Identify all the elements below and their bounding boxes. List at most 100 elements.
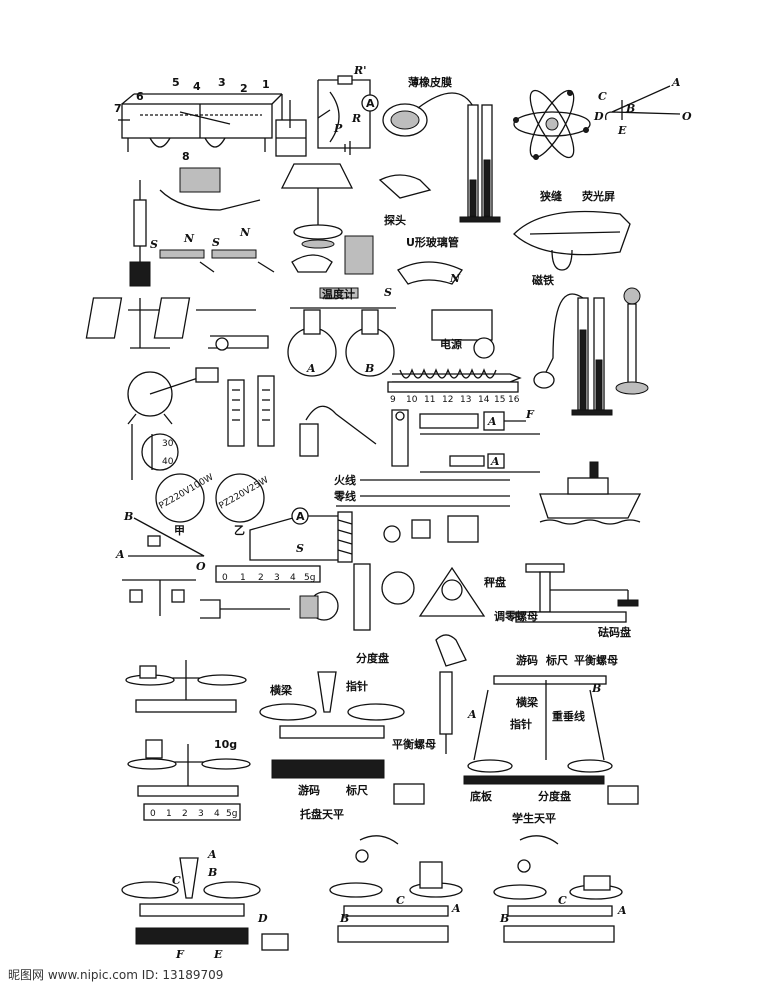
label-thermometer: 温度计: [322, 287, 355, 301]
label-flask-A: A: [306, 362, 316, 375]
lever-tongs: A C D B E O: [593, 76, 692, 137]
label-C-b1: C: [172, 874, 181, 887]
measuring-cylinder-magnifier: [353, 563, 486, 631]
label-zero-nut: 调零螺母: [494, 609, 538, 623]
label-jia: 甲: [174, 524, 185, 537]
balance-hand-weight-2: B C A: [493, 835, 627, 943]
label-S-motor: S: [384, 286, 392, 299]
label-C-b3: C: [558, 894, 567, 907]
scale-tick-2: 11: [424, 395, 435, 405]
label-S-switch: S: [296, 542, 304, 555]
atom-model: [513, 89, 591, 160]
ruler-b-5: 5g: [226, 809, 237, 819]
label-A-block: A: [487, 415, 497, 428]
label-rider: 游码: [298, 783, 320, 797]
ruler-a-5: 5g: [304, 573, 315, 583]
ruler-spring: 9 10 11 12 13 14 15 16: [387, 368, 522, 405]
label-N-left: N: [183, 232, 195, 245]
label-pointer-2: 指针: [510, 717, 532, 731]
household-wiring: 火线 零线: [333, 473, 510, 543]
spring-scale-magnet: S N S N: [129, 167, 275, 287]
induction-coils: [85, 297, 269, 351]
label-B-b2: B: [339, 912, 349, 925]
label-slit: 狭缝: [539, 189, 562, 203]
inclined-plane: B A O: [115, 510, 206, 573]
weights-box: [393, 783, 425, 805]
label-A-b1: A: [207, 848, 217, 861]
label-tray-balance: 托盘天平: [300, 807, 344, 821]
barometer-manometer: [533, 287, 649, 416]
ammeter-a: A: [366, 97, 375, 110]
label-pan: 秤盘: [484, 575, 506, 589]
ruler-5g-bottom: 0 1 2 3 4 5g: [143, 803, 241, 821]
label-n7: 7: [114, 102, 122, 115]
label-R-prime: R': [353, 64, 367, 77]
label-E-b1: E: [213, 948, 223, 961]
label-n3: 3: [218, 76, 226, 89]
label-probe: 探头: [384, 213, 406, 227]
desk-lamp: [280, 163, 374, 275]
ruler-a-2: 2: [258, 573, 264, 583]
balance-small-2: 10g: [127, 738, 251, 797]
ruler-a-3: 3: [274, 573, 280, 583]
label-n5: 5: [172, 76, 180, 89]
ruler-b-0: 0: [150, 809, 156, 819]
watermark: 昵图网 www.nipic.com ID: 13189709: [8, 968, 224, 982]
label-rubber-membrane: 薄橡皮膜: [408, 75, 452, 89]
label-base: 底板: [470, 789, 493, 803]
inclined-pulley: [299, 405, 409, 467]
label-N-mid: N: [239, 226, 251, 239]
ruler-5g: 0 1 2 3 4 5g: [215, 565, 321, 583]
label-S-left: S: [150, 238, 158, 251]
ruler-a-1: 1: [240, 573, 246, 583]
ruler-a-0: 0: [222, 573, 228, 583]
label-B-tongs: B: [625, 102, 635, 115]
scale-tick-3: 12: [442, 395, 453, 405]
label-n4: 4: [193, 80, 201, 93]
label-yi: 乙: [234, 524, 245, 537]
balance-hand-weight-1: B C A: [329, 835, 463, 943]
spring-balance-dial: [127, 367, 219, 425]
label-rider-2: 游码: [516, 653, 538, 667]
flasks-with-thermometers: 温度计 A B: [287, 287, 396, 377]
graduated-cylinders: [227, 375, 275, 447]
electromagnet-circuit: A S: [249, 507, 353, 563]
label-F-block: F: [525, 408, 535, 421]
thermometer-dial: 30 40: [131, 424, 179, 480]
label-B-b3: B: [499, 912, 509, 925]
label-n8: 8: [182, 150, 190, 163]
label-A-incline: A: [115, 548, 125, 561]
label-screen: 荧光屏: [582, 189, 615, 203]
scale-tick-4: 13: [460, 395, 471, 405]
dial-tick-40: 40: [162, 457, 174, 467]
label-u-tube: U形玻璃管: [406, 235, 459, 249]
block-spring-scale: A F A: [419, 408, 540, 473]
scale-tick-5: 14: [478, 395, 490, 405]
scale-tick-0: 9: [390, 395, 396, 405]
label-n2: 2: [240, 82, 248, 95]
label-A-student: A: [467, 708, 477, 721]
label-F-b1: F: [175, 948, 185, 961]
label-weight-pan: 砝码盘: [598, 625, 631, 639]
student-balance: 游码 标尺 平衡螺母 A B 横梁 重垂线 指针 底板 分度盘 学生天平: [463, 653, 639, 825]
label-live-wire: 火线: [334, 473, 356, 487]
motor-drive: [200, 591, 339, 621]
label-O-tongs: O: [682, 110, 692, 123]
label-B-incline: B: [123, 510, 133, 523]
label-A-tongs: A: [671, 76, 681, 89]
tray-balance: 分度盘 横梁 指针 平衡螺母 游码 标尺 托盘天平: [259, 651, 436, 821]
label-N-motor: N: [449, 272, 461, 285]
label-D-b1: D: [257, 912, 268, 925]
ruler-b-3: 3: [198, 809, 204, 819]
label-scale: 标尺: [345, 783, 368, 797]
label-pointer: 指针: [346, 679, 368, 693]
label-R: R: [351, 112, 361, 125]
label-balance-nut-2: 平衡螺母: [574, 653, 618, 667]
scale-tick-7: 16: [508, 395, 520, 405]
liquid-pressure-gauge: 薄橡皮膜 探头 U形玻璃管: [378, 75, 501, 249]
label-n1: 1: [262, 78, 270, 91]
label-neutral-wire: 零线: [333, 489, 356, 503]
ruler-b-2: 2: [182, 809, 188, 819]
ship-illustration: [539, 461, 642, 525]
